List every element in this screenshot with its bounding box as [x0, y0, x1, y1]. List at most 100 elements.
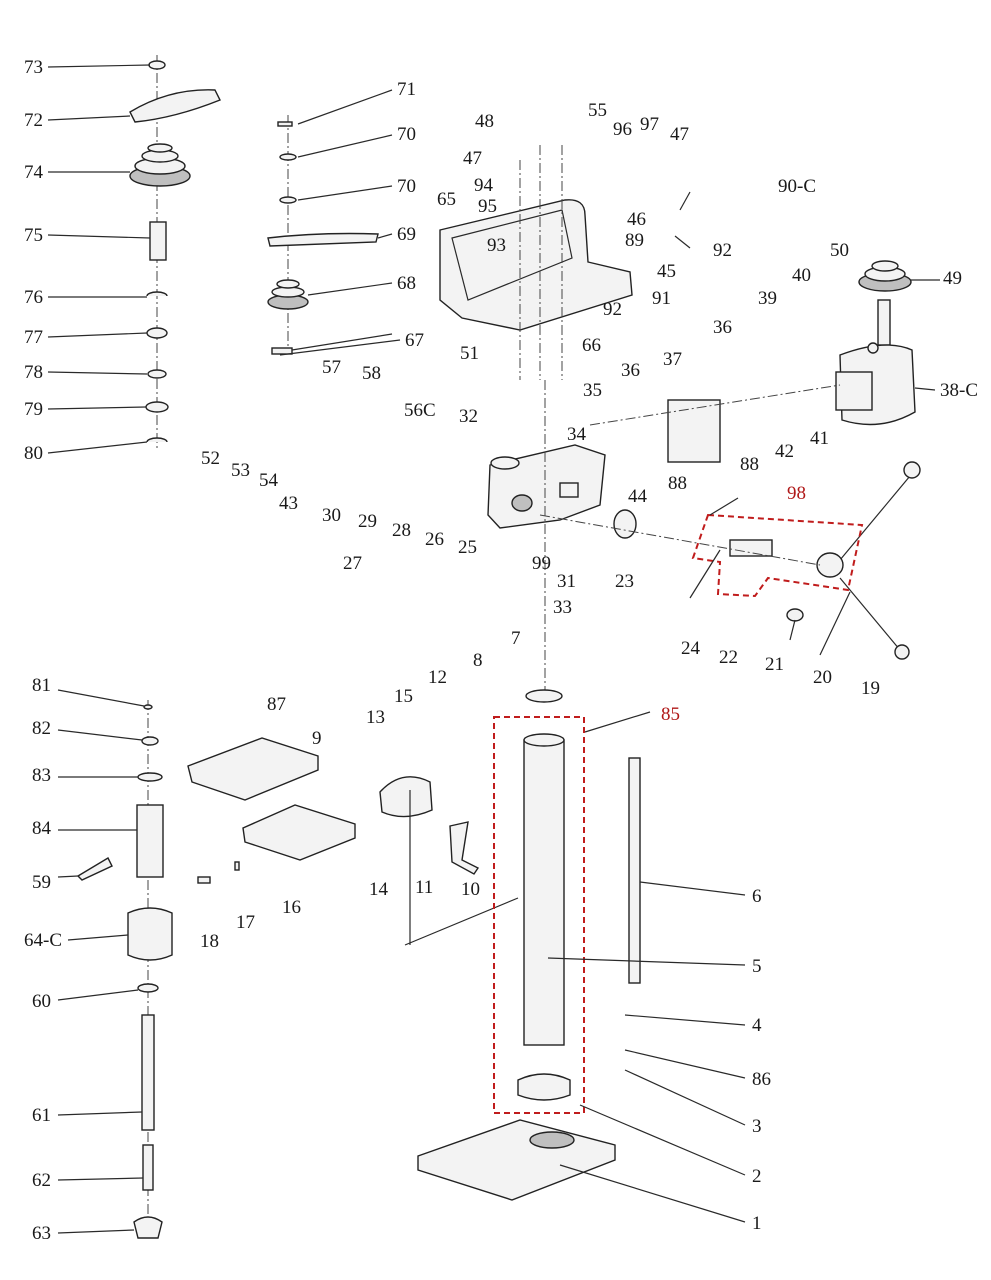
callout-label: 16 — [282, 897, 301, 918]
callout-label: 56C — [404, 400, 436, 421]
callout-label: 82 — [32, 718, 51, 739]
callout-label: 72 — [24, 110, 43, 131]
table-bracket — [187, 737, 519, 946]
callout-label: 47 — [463, 148, 482, 169]
callout-label: 60 — [32, 991, 51, 1012]
callout-label: 69 — [397, 224, 416, 245]
callout-label: 92 — [713, 240, 732, 261]
callout-label: 14 — [369, 879, 389, 900]
callout-label: 54 — [259, 470, 279, 491]
callout-label: 86 — [752, 1069, 771, 1090]
callout-label: 25 — [458, 537, 477, 558]
callout-label: 41 — [810, 428, 829, 449]
callout-label: 89 — [625, 230, 644, 251]
callout-label: 17 — [236, 912, 255, 933]
callout-label: 59 — [32, 872, 51, 893]
callout-label: 95 — [478, 196, 497, 217]
callout-label: 38-C — [940, 380, 978, 401]
callout-label: 47 — [670, 124, 689, 145]
callout-label: 93 — [487, 235, 506, 256]
callout-label: 77 — [24, 327, 43, 348]
spindle-column-parts — [129, 55, 221, 450]
callout-label: 19 — [861, 678, 880, 699]
callout-label: 31 — [557, 571, 576, 592]
callout-label: 29 — [358, 511, 377, 532]
callout-label: 44 — [628, 486, 648, 507]
callout-label: 92 — [603, 299, 622, 320]
callout-label: 7 — [511, 628, 521, 649]
callout-label: 50 — [830, 240, 849, 261]
callout-label: 34 — [567, 424, 587, 445]
callout-label: 4 — [752, 1015, 762, 1036]
callout-label: 58 — [362, 363, 381, 384]
belt-cover — [439, 145, 633, 380]
callout-label: 83 — [32, 765, 51, 786]
callout-label: 91 — [652, 288, 671, 309]
callout-label: 64-C — [24, 930, 62, 951]
callout-label: 88 — [740, 454, 759, 475]
callout-label: 33 — [553, 597, 572, 618]
callout-label: 37 — [663, 349, 682, 370]
callout-label: 23 — [615, 571, 634, 592]
callout-label: 65 — [437, 189, 456, 210]
callout-label: 84 — [32, 818, 52, 839]
callout-label: 20 — [813, 667, 832, 688]
callout-label: 75 — [24, 225, 43, 246]
callout-label: 13 — [366, 707, 385, 728]
callout-label: 45 — [657, 261, 676, 282]
callout-label: 28 — [392, 520, 411, 541]
callout-label: 11 — [415, 877, 433, 898]
callout-label: 53 — [231, 460, 250, 481]
leader-lines — [47, 64, 940, 1234]
callout-label: 51 — [460, 343, 479, 364]
callout-label: 99 — [532, 553, 551, 574]
callout-label: 5 — [752, 956, 762, 977]
callout-label: 2 — [752, 1166, 762, 1187]
belt-pulley-parts — [267, 115, 379, 355]
callout-label: 40 — [792, 265, 811, 286]
callout-label: 48 — [475, 111, 494, 132]
callout-label: 70 — [397, 124, 416, 145]
callout-label: 42 — [775, 441, 794, 462]
callout-label: 3 — [752, 1116, 762, 1137]
callout-label: 87 — [267, 694, 286, 715]
motor — [589, 260, 916, 463]
callout-label: 62 — [32, 1170, 51, 1191]
callout-label: 90-C — [778, 176, 816, 197]
callout-label: 22 — [719, 647, 738, 668]
callout-label: 94 — [474, 175, 494, 196]
spindle-sleeve-chuck — [76, 700, 173, 1239]
callout-label: 1 — [752, 1213, 762, 1234]
callout-label-group-98: 98 — [787, 483, 806, 504]
callout-label: 97 — [640, 114, 659, 135]
callout-label: 32 — [459, 406, 478, 427]
callout-label: 61 — [32, 1105, 51, 1126]
callout-label: 18 — [200, 931, 219, 952]
column-base — [417, 380, 641, 1201]
callout-label: 78 — [24, 362, 43, 383]
callout-label: 8 — [473, 650, 483, 671]
feed-handle-assembly — [539, 461, 921, 660]
callout-label: 21 — [765, 654, 784, 675]
callout-label: 96 — [613, 119, 632, 140]
callout-label: 79 — [24, 399, 43, 420]
callout-label: 43 — [279, 493, 298, 514]
callout-label-group-85: 85 — [661, 704, 680, 725]
callout-label: 12 — [428, 667, 447, 688]
callout-label: 27 — [343, 553, 362, 574]
callout-label: 76 — [24, 287, 43, 308]
callout-label: 24 — [681, 638, 701, 659]
callout-label: 52 — [201, 448, 220, 469]
callout-label: 68 — [397, 273, 416, 294]
callout-label: 88 — [668, 473, 687, 494]
head-casting — [487, 444, 606, 529]
callout-label: 36 — [621, 360, 640, 381]
callout-label: 55 — [588, 100, 607, 121]
callout-label: 70 — [397, 176, 416, 197]
callout-label: 36 — [713, 317, 732, 338]
callout-label: 49 — [943, 268, 962, 289]
callout-label: 66 — [582, 335, 601, 356]
callout-label: 35 — [583, 380, 602, 401]
callout-label: 39 — [758, 288, 777, 309]
